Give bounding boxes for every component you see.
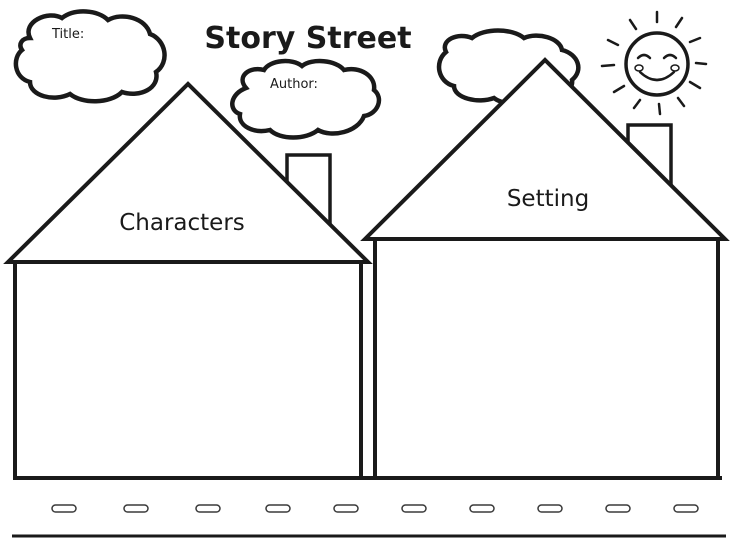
characters-label: Characters bbox=[119, 210, 245, 236]
setting-writing-area[interactable] bbox=[373, 237, 720, 480]
author-cloud[interactable]: Author: bbox=[230, 58, 382, 140]
street-dash bbox=[123, 504, 149, 513]
street-center-dashes bbox=[51, 504, 699, 513]
title-cloud[interactable]: Title: bbox=[13, 9, 167, 104]
page-title: Story Street bbox=[204, 21, 411, 56]
street bbox=[12, 476, 726, 538]
street-dash bbox=[469, 504, 495, 513]
street-dash bbox=[401, 504, 427, 513]
cloud-icon bbox=[230, 58, 382, 140]
smiling-sun-icon bbox=[600, 10, 708, 116]
street-dash bbox=[673, 504, 699, 513]
characters-writing-area[interactable] bbox=[13, 260, 363, 480]
street-dash bbox=[605, 504, 631, 513]
street-dash bbox=[265, 504, 291, 513]
street-dash bbox=[51, 504, 77, 513]
street-dash bbox=[195, 504, 221, 513]
author-label: Author: bbox=[270, 77, 318, 92]
cloud-icon bbox=[13, 9, 167, 104]
title-label: Title: bbox=[51, 27, 84, 42]
street-dash bbox=[333, 504, 359, 513]
setting-label: Setting bbox=[507, 186, 589, 212]
street-dash bbox=[537, 504, 563, 513]
